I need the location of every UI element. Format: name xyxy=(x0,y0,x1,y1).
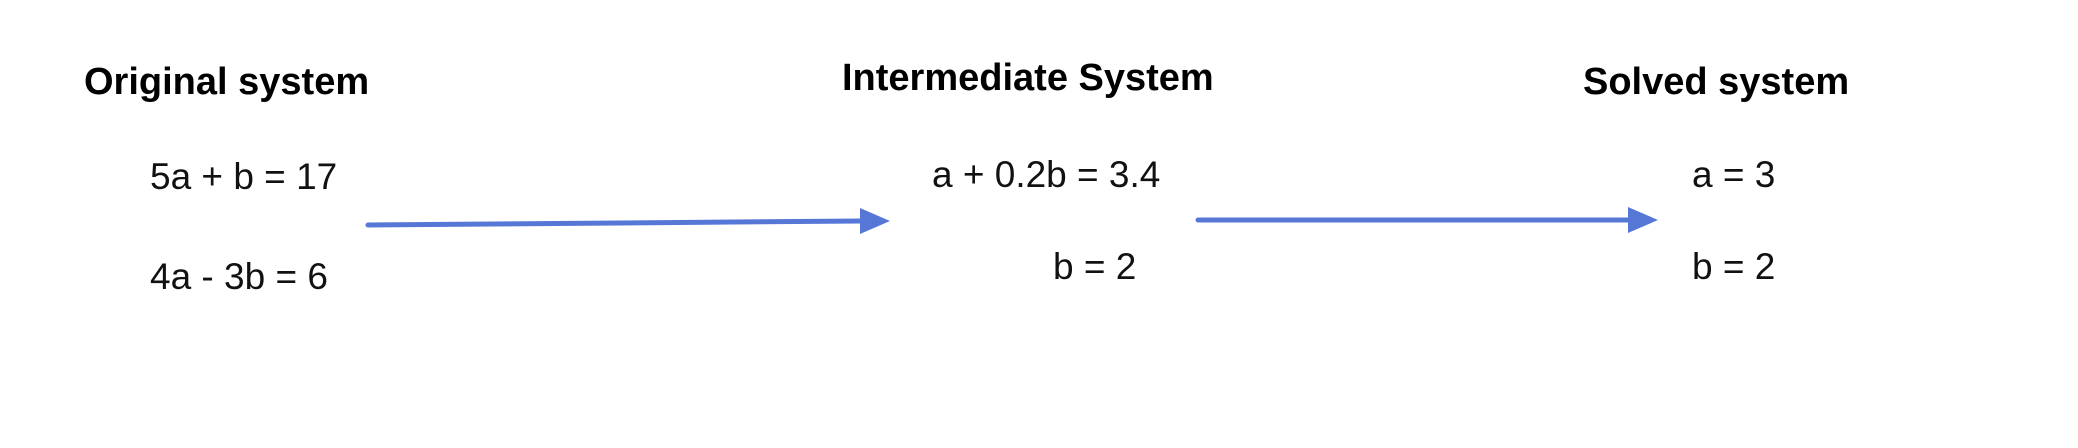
solved-equation-1: a = 3 xyxy=(1692,154,1776,195)
arrow-intermediate-to-solved xyxy=(1195,207,1658,233)
intermediate-system-title: Intermediate System xyxy=(842,57,1214,99)
solved-equation-2: b = 2 xyxy=(1692,246,1776,287)
arrow-head xyxy=(860,208,890,234)
intermediate-equation-2: b = 2 xyxy=(1053,246,1137,287)
original-system-title: Original system xyxy=(84,61,370,103)
intermediate-equation-1: a + 0.2b = 3.4 xyxy=(932,154,1161,195)
solved-system-title: Solved system xyxy=(1583,61,1850,103)
original-equation-1: 5a + b = 17 xyxy=(150,156,338,197)
arrow-shaft xyxy=(365,218,865,228)
original-equation-2: 4a - 3b = 6 xyxy=(150,256,328,297)
arrow-original-to-intermediate xyxy=(365,208,890,234)
arrow-head xyxy=(1628,207,1658,233)
